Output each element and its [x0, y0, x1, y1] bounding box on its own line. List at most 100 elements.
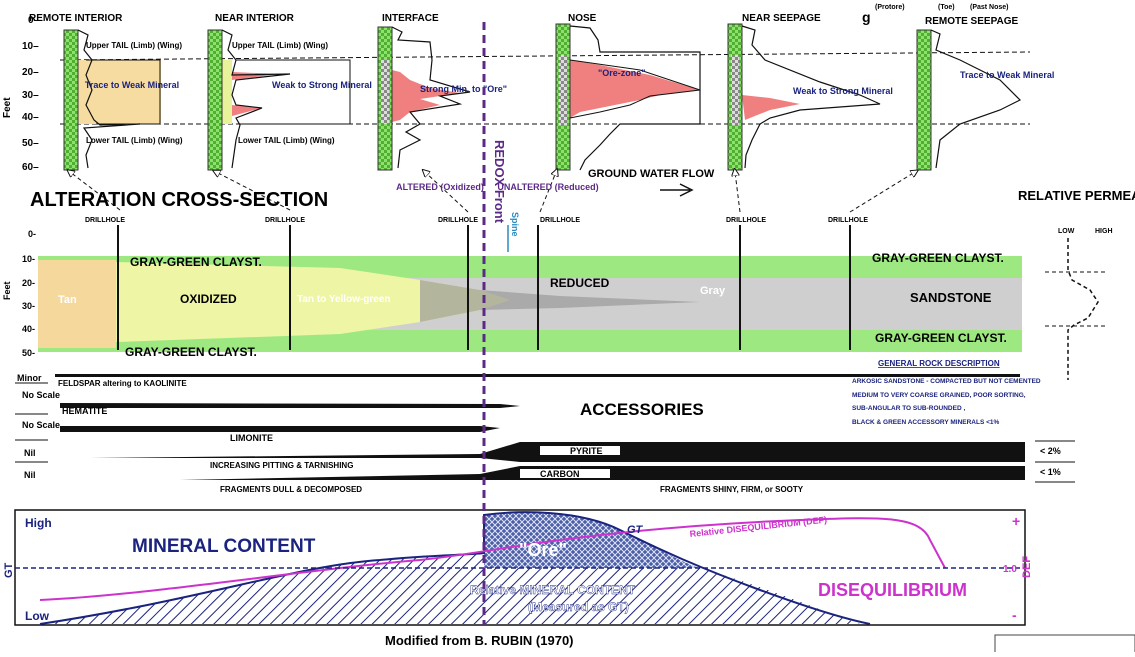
cross-section: ALTERATION CROSS-SECTION DRILLHOLE DRILL…	[2, 188, 1135, 380]
scale-minor: Minor	[17, 373, 42, 383]
zone-label-protore: (Protore)	[875, 4, 905, 11]
cs-depth-tick-10: 10-	[22, 254, 35, 264]
bottom-panel: High Low GT MINERAL CONTENT "Ore" GT Rel…	[3, 509, 1033, 626]
relative-mineral-content-label: Relative MINERAL CONTENT	[470, 583, 636, 597]
log-trace	[221, 29, 291, 169]
roll-front-zone	[420, 280, 700, 322]
zone-label-toe: (Toe)	[938, 4, 955, 11]
upper-clay-label-right: GRAY-GREEN CLAYST.	[872, 251, 1004, 265]
cs-depth-tick-20: 20-	[22, 278, 35, 288]
one-point-zero-label: 1.0	[1003, 564, 1017, 575]
strong-min-label: Strong Min. to "Ore"	[420, 84, 507, 94]
upper-tail-label-2: Upper TAIL (Limb) (Wing)	[232, 41, 328, 50]
cs-depth-axis-label: Feet	[2, 281, 12, 300]
top-depth-axis-label: Feet	[2, 97, 13, 118]
rock-description-line-2: MEDIUM TO VERY COARSE GRAINED, POOR SORT…	[852, 392, 1026, 399]
rock-description-title: GENERAL ROCK DESCRIPTION	[878, 359, 1000, 368]
rock-description-line-3: SUB-ANGULAR TO SUB-ROUNDED ,	[852, 405, 965, 412]
flow-arrow-icon	[660, 183, 694, 197]
ground-water-flow-label: GROUND WATER FLOW	[588, 168, 715, 180]
drillhole-label-1: DRILLHOLE	[85, 217, 125, 224]
zone-label-near-interior: NEAR INTERIOR	[215, 13, 295, 24]
measured-as-gt-label: (Measured as GT)	[528, 600, 629, 614]
perm-high-label: HIGH	[1095, 228, 1113, 235]
yellow-green-zone	[116, 262, 510, 342]
unaltered-label: UNALTERED (Reduced)	[497, 182, 598, 192]
disequilibrium-curve	[39, 517, 946, 601]
zone-label-past-nose: (Past Nose)	[970, 4, 1009, 11]
fragments-dull-label: FRAGMENTS DULL & DECOMPOSED	[220, 485, 362, 494]
log-trace	[77, 29, 141, 169]
relative-permeability-label: RELATIVE PERMEABILITY	[1018, 188, 1135, 203]
carbon-label-box	[520, 469, 610, 478]
zone-label-remote-seepage: REMOTE SEEPAGE	[925, 16, 1018, 27]
ore-zone-label: "Ore-zone"	[598, 68, 646, 78]
ore-fill	[232, 72, 280, 116]
weak-to-strong-label: Weak to Strong Mineral	[272, 80, 372, 90]
tan-zone	[38, 260, 116, 348]
permeability-curve	[1067, 238, 1099, 380]
spine-label: Spine	[510, 212, 520, 237]
perm-low-label: LOW	[1058, 228, 1075, 235]
top-depth-tick-30: 30–	[22, 90, 39, 101]
hematite-bar	[60, 403, 520, 408]
pyrite-pct: < 2%	[1040, 446, 1061, 456]
top-depth-tick-60: 60–	[22, 162, 39, 173]
cs-depth-tick-40: 40-	[22, 324, 35, 334]
weak-to-strong-label-2: Weak to Strong Mineral	[793, 86, 893, 96]
log-envelope	[236, 59, 351, 125]
oxidized-label: OXIDIZED	[180, 292, 237, 306]
zone-label-remote-interior: REMOTE INTERIOR	[29, 13, 123, 24]
profile-interface: Strong Min. to "Ore"	[377, 26, 507, 171]
gt-axis-label: GT	[3, 562, 15, 578]
top-depth-tick-10: 10–	[22, 41, 39, 52]
tan-label: Tan	[58, 294, 77, 306]
upper-clay-label: GRAY-GREEN CLAYST.	[130, 255, 262, 269]
mineral-content-label: MINERAL CONTENT	[132, 536, 316, 557]
ore-fill	[392, 70, 460, 122]
accessories-panel: Minor No Scale No Scale Nil Nil FELDSPAR…	[15, 359, 1075, 494]
lower-tail-label: Lower TAIL (Limb) (Wing)	[86, 136, 183, 145]
profile-near-interior: Upper TAIL (Limb) (Wing) Lower TAIL (Lim…	[207, 29, 372, 171]
pyrite-label: PYRITE	[570, 446, 603, 456]
lower-tail-label-2: Lower TAIL (Limb) (Wing)	[238, 136, 335, 145]
log-envelope	[86, 59, 161, 125]
scale-nil-2: Nil	[24, 470, 36, 480]
zone-label-near-seepage: NEAR SEEPAGE	[742, 13, 821, 24]
mineral-content-left-fill	[40, 553, 484, 624]
cross-section-title: ALTERATION CROSS-SECTION	[30, 189, 328, 211]
upper-tail-label: Upper TAIL (Limb) (Wing)	[86, 41, 182, 50]
scale-column-lines	[15, 382, 48, 463]
drillcore-gray-zone	[731, 55, 739, 125]
def-axis-label: DEF	[1021, 556, 1033, 578]
upper-dashed-line	[59, 51, 1031, 61]
drillcore-column	[207, 29, 223, 171]
mineral-content-right-fill	[484, 568, 860, 624]
scale-no-2: No Scale	[22, 420, 60, 430]
cs-depth-tick-30: 30-	[22, 301, 35, 311]
scale-no-1: No Scale	[22, 390, 60, 400]
ore-label: "Ore"	[519, 540, 567, 560]
rock-description-line-4: BLACK & GREEN ACCESSORY MINERALS <1%	[852, 419, 1000, 426]
disequilibrium-label: DISEQUILIBRIUM	[818, 580, 967, 600]
profile-fill	[222, 60, 232, 124]
profile-remote-seepage: Trace to Weak Mineral	[916, 29, 1054, 171]
cs-depth-tick-0: 0-	[28, 229, 36, 239]
log-envelope	[569, 25, 701, 171]
ore-peak-fill	[484, 512, 700, 568]
minus-label: -	[1012, 607, 1017, 623]
profile-remote-interior: Upper TAIL (Limb) (Wing) Lower TAIL (Lim…	[63, 29, 183, 171]
reduced-label: REDUCED	[550, 276, 610, 290]
log-trace	[391, 26, 471, 169]
pitting-label: INCREASING PITTING & TARNISHING	[210, 461, 353, 470]
limonite-bar	[60, 426, 500, 432]
high-label: High	[25, 516, 52, 530]
drillcore-column	[63, 29, 79, 171]
profile-near-seepage: Weak to Strong Mineral	[727, 23, 893, 171]
top-depth-tick-20: 20–	[22, 67, 39, 78]
rock-description-line-1: ARKOSIC SANDSTONE - COMPACTED BUT NOT CE…	[852, 378, 1041, 385]
top-depth-tick-40: 40–	[22, 112, 39, 123]
log-trace	[569, 59, 701, 119]
ore-fill	[570, 60, 700, 118]
